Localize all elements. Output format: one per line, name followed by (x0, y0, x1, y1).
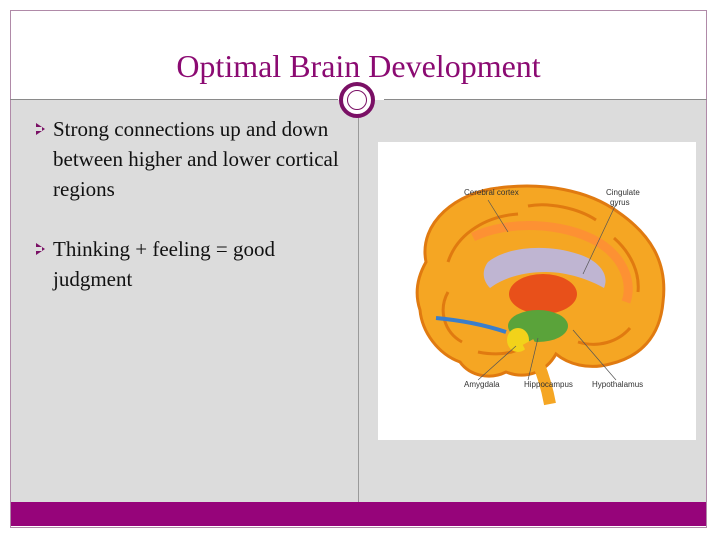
bottom-accent-bar (11, 502, 706, 526)
bullet-item: Thinking + feeling = good judgment (36, 234, 346, 294)
brain-diagram: Cerebral cortex Cingulate gyrus Amygdala… (378, 142, 696, 440)
label-amygdala: Amygdala (464, 380, 500, 389)
circle-ornament-inner (347, 90, 367, 110)
leader-lines (477, 199, 617, 381)
bullet-arrow-icon (36, 243, 45, 255)
label-hippocampus: Hippocampus (524, 380, 573, 389)
slide-title: Optimal Brain Development (176, 48, 541, 84)
brainstem-shape (522, 339, 556, 406)
circle-ornament (339, 82, 375, 118)
brain-illustration (415, 184, 666, 406)
bullet-text: Strong connections up and down between h… (53, 117, 339, 201)
title-area: Optimal Brain Development (10, 10, 707, 100)
label-gyrus: gyrus (610, 198, 630, 207)
label-cingulate: Cingulate (606, 188, 640, 197)
bullet-item: Strong connections up and down between h… (36, 114, 346, 204)
label-hypothalamus: Hypothalamus (592, 380, 644, 389)
column-divider (358, 100, 359, 502)
olfactory-nerve-shape (435, 316, 507, 334)
title-rule-left (10, 99, 338, 100)
thalamus-shape (509, 274, 577, 314)
ventricle-shape (483, 247, 606, 288)
bullet-list: Strong connections up and down between h… (36, 114, 346, 324)
bullet-text: Thinking + feeling = good judgment (53, 237, 275, 291)
bullet-arrow-icon (36, 123, 45, 135)
title-rule-right (384, 99, 707, 100)
label-cerebral-cortex: Cerebral cortex (464, 188, 519, 197)
